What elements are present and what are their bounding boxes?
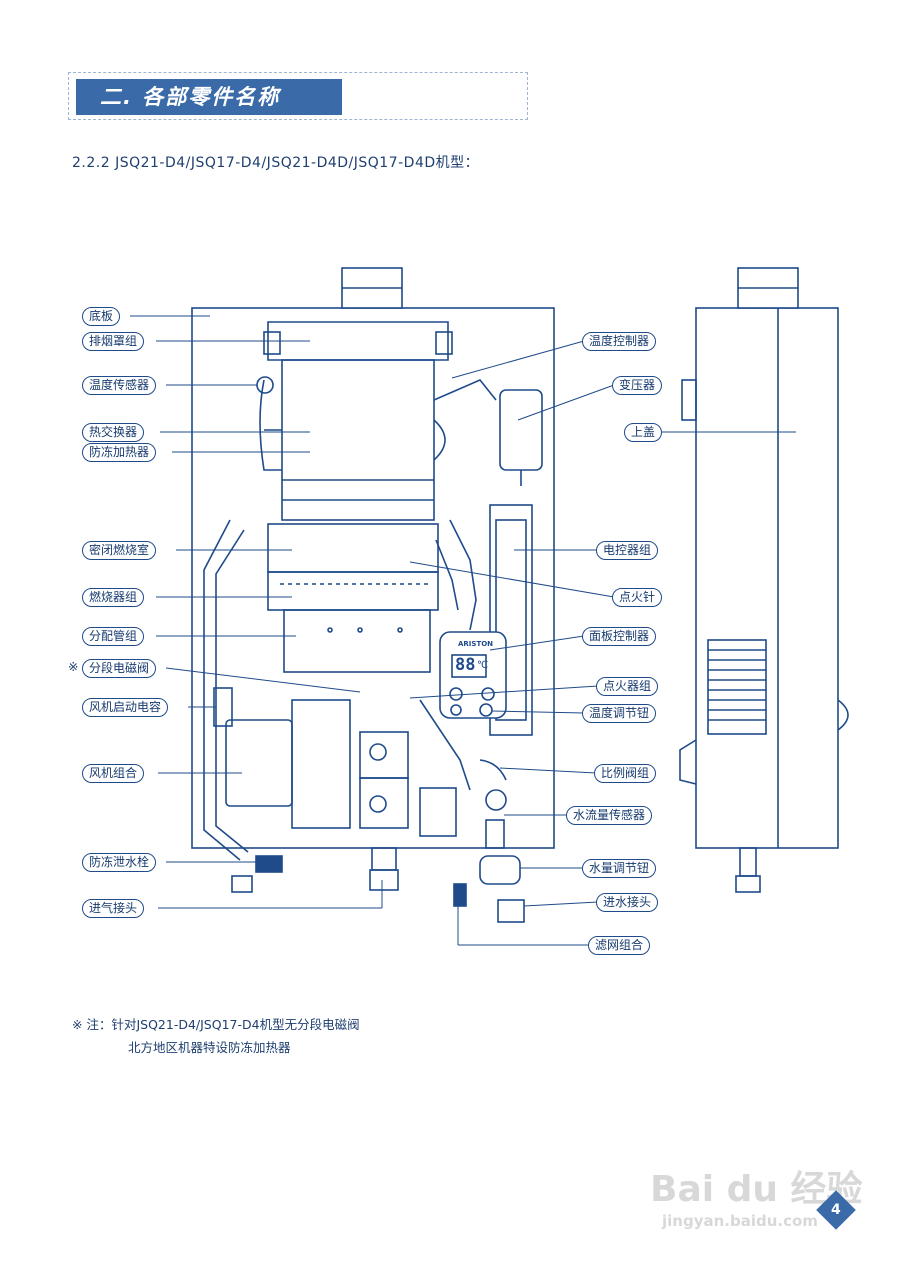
panel-display: 88 [455, 655, 476, 675]
label-water-inlet: 进水接头 [596, 893, 659, 912]
panel-unit: ℃ [477, 660, 489, 671]
label-antifreeze-heater: 防冻加热器 [82, 443, 157, 462]
base-plate [191, 307, 555, 849]
label-drain-valve: 防冻泄水栓 [82, 853, 157, 872]
heat-exchanger [281, 359, 435, 521]
label-solenoid-valve: 分段电磁阀 [82, 659, 157, 678]
label-heat-exchanger: 热交换器 [82, 423, 145, 442]
label-burner: 燃烧器组 [82, 588, 145, 607]
model-subtitle: 2.2.2 JSQ21-D4/JSQ17-D4/JSQ21-D4D/JSQ17-… [72, 155, 480, 171]
temperature-sensor [256, 376, 274, 394]
fan-box [291, 699, 351, 829]
watermark-url: jingyan.baidu.com [662, 1212, 818, 1230]
label-gas-inlet: 进气接头 [82, 899, 145, 918]
label-igniter: 点火器组 [596, 677, 659, 696]
water-inlet [497, 899, 525, 923]
transformer [499, 389, 543, 471]
burner [267, 571, 439, 611]
label-transformer: 变压器 [612, 376, 663, 395]
label-combustion-chamber: 密闭燃烧室 [82, 541, 157, 560]
label-proportional-valve: 比例阀组 [594, 764, 657, 783]
label-panel-controller: 面板控制器 [582, 627, 657, 646]
note-line-2: 北方地区机器特设防冻加热器 [128, 1040, 291, 1055]
label-water-knob: 水量调节钮 [582, 859, 657, 878]
note-line-1: ※ 注：针对JSQ21-D4/JSQ17-D4机型无分段电磁阀 [72, 1017, 360, 1032]
valve-block-1 [359, 731, 409, 779]
section-header-frame [68, 72, 528, 120]
distribution-manifold [283, 609, 431, 673]
label-temp-knob: 温度调节钮 [582, 704, 657, 723]
controller-box [489, 504, 533, 736]
drain-outlet [231, 875, 253, 893]
combustion-chamber [267, 523, 439, 573]
label-manifold: 分配管组 [82, 627, 145, 646]
label-controller: 电控器组 [596, 541, 659, 560]
proportional-valve [419, 787, 457, 837]
page-number: 4 [831, 1202, 841, 1218]
label-filter: 滤网组合 [588, 936, 651, 955]
fan [225, 719, 293, 807]
label-fan: 风机组合 [82, 764, 145, 783]
flow-sensor [485, 819, 505, 849]
gas-inlet [371, 847, 397, 871]
label-fan-capacitor: 风机启动电容 [82, 698, 169, 717]
label-top-cover: 上盖 [624, 423, 663, 442]
filter [453, 883, 467, 907]
section-title: 二. 各部零件名称 [76, 79, 342, 115]
panel-brand: ARISTON [458, 640, 494, 648]
label-ignition-pin: 点火针 [612, 588, 663, 607]
label-temperature-sensor: 温度传感器 [82, 376, 157, 395]
label-thermostat: 温度控制器 [582, 332, 657, 351]
valve-block-2 [359, 777, 409, 829]
asterisk-mark: ※ [68, 659, 79, 674]
label-base-plate: 底板 [82, 307, 121, 326]
exhaust-hood [267, 321, 449, 361]
label-exhaust-hood: 排烟罩组 [82, 332, 145, 351]
drain-valve [255, 855, 283, 873]
label-flow-sensor: 水流量传感器 [566, 806, 653, 825]
water-knob [479, 855, 521, 885]
side-view-body [695, 307, 839, 849]
front-panel [439, 631, 507, 719]
side-vent [707, 639, 767, 735]
